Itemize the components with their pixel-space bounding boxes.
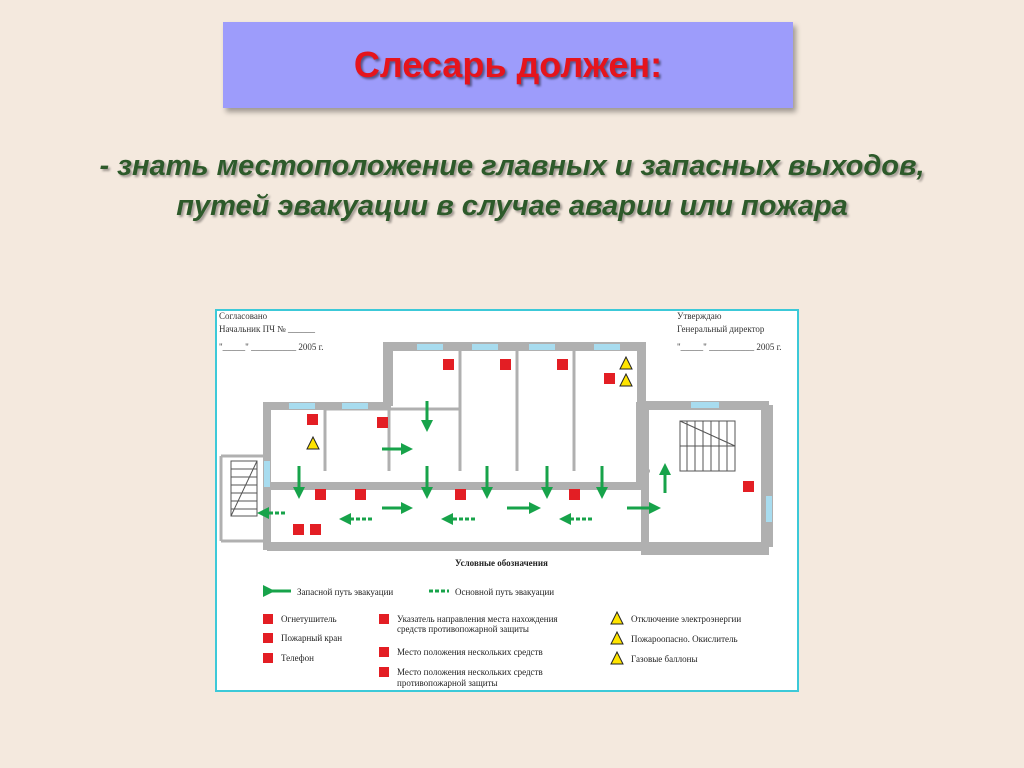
fire-safety-signs: [293, 355, 754, 535]
slide-title: Слесарь должен:: [353, 44, 663, 85]
legend-several-2a: Место положения нескольких средств: [397, 667, 543, 677]
main-route-arrows: [257, 507, 592, 525]
legend-reserve-route: Запасной путь эвакуации: [297, 587, 393, 597]
legend-power-off: Отключение электроэнергии: [631, 614, 741, 624]
evacuation-plan-drawing: Согласовано Начальник ПЧ № ______ "_____…: [219, 311, 782, 688]
legend-main-route: Основной путь эвакуации: [455, 587, 554, 597]
wall-right-step: [637, 347, 769, 409]
slide-text-line-2: путей эвакуации в случае аварии или пожа…: [176, 190, 848, 222]
title-banner: Слесарь должен:: [223, 22, 793, 108]
slide-text: - знать местоположение главных и запасны…: [40, 146, 984, 226]
slide-text-line-1: - знать местоположение главных и запасны…: [99, 150, 925, 182]
reserve-route-arrows: [293, 401, 671, 514]
legend-gas: Газовые баллоны: [631, 654, 698, 664]
approval-left-line-2: Начальник ПЧ № ______: [219, 324, 316, 334]
approval-right-line-1: Утверждаю: [677, 311, 722, 321]
stairs-left: [230, 460, 258, 517]
evacuation-plan: Согласовано Начальник ПЧ № ______ "_____…: [215, 309, 799, 692]
legend-direction-2: средств противопожарной защиты: [397, 624, 529, 634]
legend-direction-1: Указатель направления места нахождения: [397, 614, 558, 624]
approval-left-line-3: "_____" __________ 2005 г.: [219, 342, 324, 352]
legend-title: Условные обозначения: [455, 558, 548, 568]
stairs-right: [679, 420, 736, 472]
wall-left-stair: [219, 454, 263, 543]
legend-several-1: Место положения нескольких средств: [397, 647, 543, 657]
approval-right-line-3: "_____" __________ 2005 г.: [677, 342, 782, 352]
approval-right-line-2: Генеральный директор: [677, 324, 765, 334]
legend-extinguisher: Огнетушитель: [281, 614, 337, 624]
legend-several-2b: противопожарной защиты: [397, 678, 498, 688]
legend-oxidizer: Пожароопасно. Окислитель: [631, 634, 738, 644]
legend-phone: Телефон: [281, 653, 314, 663]
legend-fire-hydrant: Пожарный кран: [281, 633, 342, 643]
approval-left-line-1: Согласовано: [219, 311, 268, 321]
